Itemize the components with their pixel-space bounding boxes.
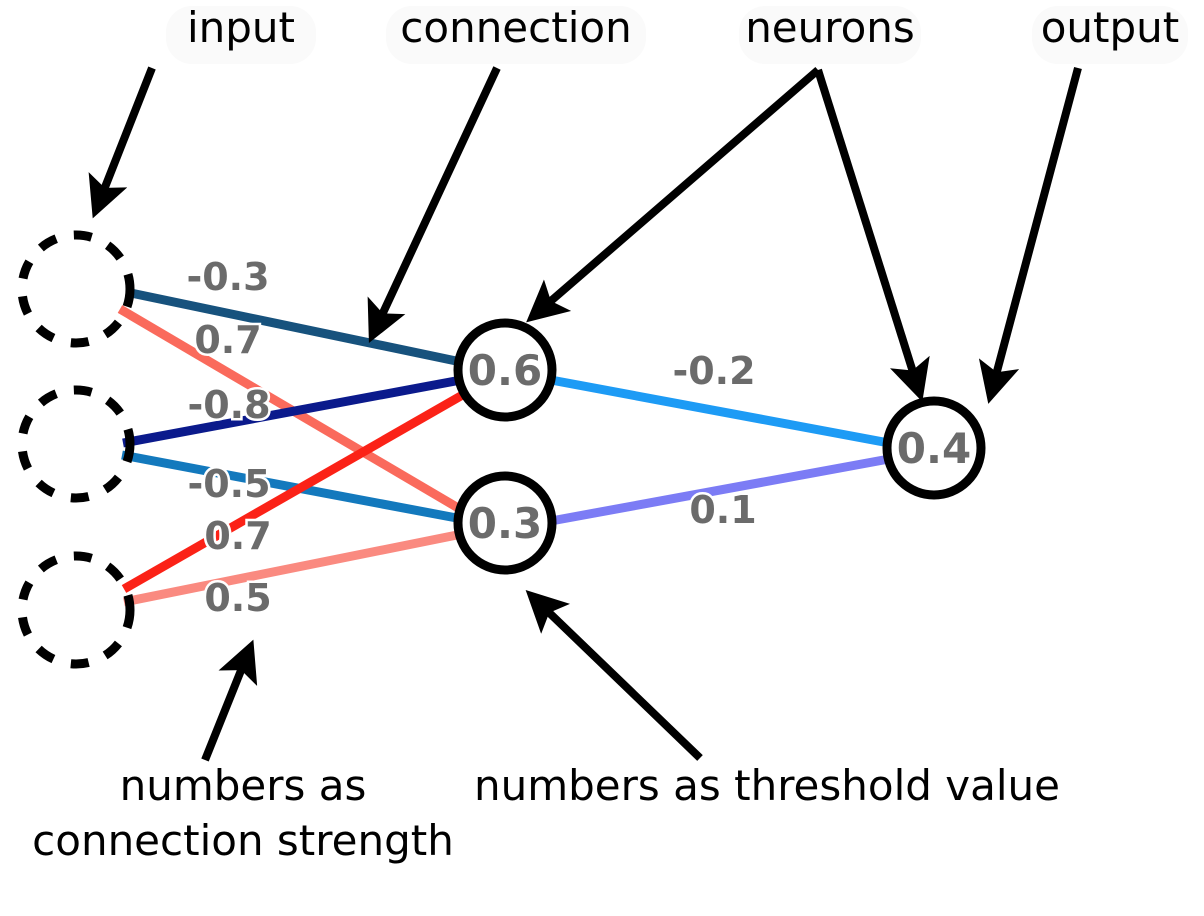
conn-in3-h2: [123, 529, 463, 607]
annotation-arrows-group: [88, 66, 1082, 762]
hidden-neuron-2-value: 0.3: [468, 499, 542, 548]
arrow-threshold-to-neuron: [525, 590, 703, 761]
input-nodes-group: [17, 230, 135, 669]
weight-label-conn-in1-h2: 0.7: [194, 318, 261, 362]
hidden-neuron-1-value: 0.6: [468, 346, 542, 395]
conn-in2-h2: [121, 450, 463, 524]
label-halo-output: [1032, 6, 1188, 64]
label-halo-neurons: [739, 6, 921, 64]
caption-label-numbers-as-connection-strength-line1: numbers as: [120, 761, 367, 810]
weight-label-conn-in3-h1: 0.7: [204, 514, 271, 558]
conn-in3-h1: [121, 389, 469, 593]
label-halo-input: [166, 6, 316, 64]
arrow-input-to-node: [88, 66, 156, 219]
conn-h1-out: [550, 375, 890, 448]
input-node-3[interactable]: [17, 551, 135, 669]
conn-in2-h1: [122, 375, 462, 448]
title-labels-group: input connection neurons output: [187, 3, 1179, 52]
output-nodes-group: 0.4: [882, 396, 986, 500]
caption-labels-group: numbers as connection strength numbers as …: [32, 761, 1060, 865]
label-halo-connection: [386, 6, 646, 64]
annotation-label-output: output: [1041, 3, 1180, 52]
input-node-2[interactable]: [17, 385, 135, 503]
arrow-strength-to-number: [201, 639, 258, 762]
annotation-label-neurons: neurons: [745, 3, 915, 52]
weight-labels-group: -0.3 0.7 -0.8 -0.5 0.7 0.5 -0.2 0.1: [184, 253, 759, 623]
input-node-1[interactable]: [17, 230, 135, 348]
weight-label-conn-in1-h1: -0.3: [186, 255, 269, 299]
arrow-neurons-branch-right: [814, 68, 930, 402]
weight-label-conn-in2-h2: -0.5: [187, 462, 270, 506]
conn-h2-out: [550, 454, 890, 526]
annotation-label-connection: connection: [400, 3, 631, 52]
hidden-neuron-2-circle[interactable]: [453, 471, 557, 575]
weight-label-conn-h1-out: -0.2: [672, 349, 755, 393]
output-neuron-value: 0.4: [897, 424, 971, 473]
conn-in1-h1: [125, 287, 462, 367]
output-neuron-circle[interactable]: [882, 396, 986, 500]
arrow-connection-to-line: [367, 66, 501, 344]
caption-label-numbers-as-threshold-value: numbers as threshold value: [474, 761, 1060, 810]
weight-label-conn-h2-out: 0.1: [689, 488, 756, 532]
label-halo-group: [166, 6, 1188, 64]
connections-group: [117, 287, 890, 607]
hidden-nodes-group: 0.6 0.3: [453, 318, 557, 575]
arrow-neurons-branch-left: [526, 66, 821, 323]
caption-label-numbers-as-connection-strength-line2: connection strength: [32, 816, 454, 865]
arrow-output-to-node: [978, 66, 1082, 404]
weight-label-conn-in3-h2: 0.5: [204, 576, 271, 620]
weight-label-conn-in2-h1: -0.8: [187, 383, 270, 427]
hidden-neuron-1-circle[interactable]: [453, 318, 557, 422]
annotation-label-input: input: [187, 3, 295, 52]
